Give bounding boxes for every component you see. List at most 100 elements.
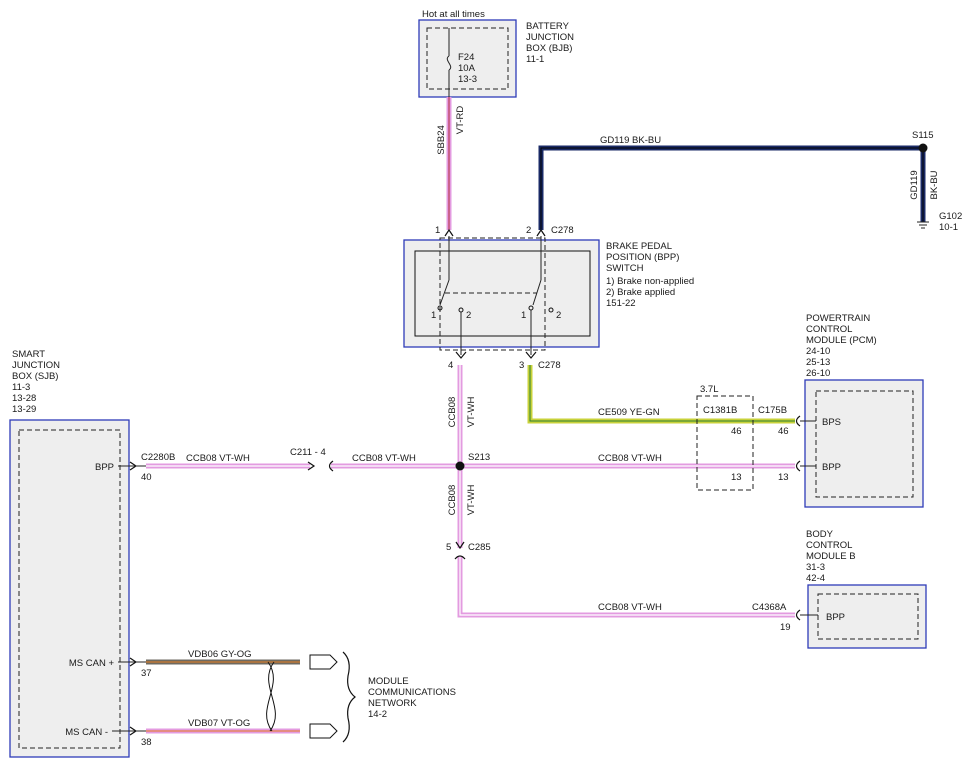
ccb08-left-a-label: CCB08 VT-WH: [186, 453, 250, 464]
vdb07-label: VDB07 VT-OG: [188, 718, 250, 729]
bpp-conn-top: C278: [551, 225, 574, 236]
bcm-module: BODY CONTROL MODULE B 31-3 42-4 BPP 19 C…: [752, 529, 927, 649]
fuse-icon: [446, 55, 452, 71]
sjb-pin-mscan-plus-num: 37: [141, 668, 152, 679]
sjb-pin-mscan-minus-num: 38: [141, 737, 152, 748]
vdb06-label: VDB06 GY-OG: [188, 649, 252, 660]
gd119-v-circuit-label: GD119: [909, 170, 920, 199]
pcm-inline-13: 13: [731, 472, 742, 483]
bpp-pos-label-2: 2: [466, 310, 471, 321]
sjb-pin-mscan-plus-label: MS CAN +: [69, 658, 115, 669]
bjb-title-ref: 11-1: [526, 54, 544, 65]
bpp-state-1: 1) Brake non-applied: [606, 276, 694, 287]
pcm-inline-conn: C1381B: [703, 405, 737, 416]
c211-label: C211 - 4: [290, 447, 326, 458]
ce509-label: CE509 YE-GN: [598, 407, 660, 418]
inline-connector-c211: C211 - 4: [290, 447, 334, 472]
sjb-pin-bpp-label: BPP: [95, 462, 114, 473]
splice-s115-label: S115: [912, 130, 933, 141]
fuse-ref: 13-3: [458, 74, 477, 85]
pcm-inner-dash: [815, 390, 914, 498]
ground-ref: 10-1: [939, 222, 958, 233]
sjb-ref-2: 13-28: [12, 393, 36, 404]
c211-receptacle: [328, 460, 334, 472]
bpp-pin-out-left: 4: [448, 360, 453, 371]
bpp-pin1-arrow: [444, 228, 454, 237]
battery-junction-box: Hot at all times F24 10A 13-3 BATTERY JU…: [418, 9, 574, 98]
pcm-title-3: MODULE (PCM): [806, 335, 877, 346]
pcm-pin-bpp-label: BPP: [822, 462, 841, 473]
bcm-pin-bpp-label: BPP: [826, 612, 845, 623]
ccb08-vert-top-circuit: CCB08: [447, 397, 458, 428]
bcm-title-2: CONTROL: [806, 540, 852, 551]
pcm-pin-bpp-receptacle: [795, 460, 801, 472]
wire-ce509-stripe: [529, 365, 795, 422]
pcm-title-2: CONTROL: [806, 324, 852, 335]
bpp-title-2: POSITION (BPP): [606, 252, 679, 263]
splice-s115-dot: [918, 143, 928, 153]
bjb-title-3: BOX (BJB): [526, 43, 572, 54]
sjb-inner-dash: [18, 429, 121, 749]
bcm-title-3: MODULE B: [806, 551, 856, 562]
network-connector-bottom: [309, 723, 338, 739]
wire-ccb08-vertical: CCB08 VT-WH CCB08 VT-WH: [447, 365, 477, 548]
sjb-title-1: SMART: [12, 349, 45, 360]
wire-gd119-stripe: [540, 147, 924, 230]
bpp-switch-dash: [439, 237, 546, 351]
bcm-ref-1: 31-3: [806, 562, 825, 573]
wire-gd119: GD119 BK-BU GD119 BK-BU: [538, 135, 940, 230]
pcm-pin-bps-num: 46: [778, 426, 789, 437]
wire-ce509-body: [527, 365, 795, 424]
pcm-inline-46: 46: [731, 426, 742, 437]
wire-sbb24: SBB24 VT-RD: [436, 97, 466, 230]
bjb-inner-dash: [426, 27, 509, 90]
ccb08-vert-top-color: VT-WH: [466, 397, 477, 428]
ground-name: G102: [939, 211, 962, 222]
pcm-module: POWERTRAIN CONTROL MODULE (PCM) 24-10 25…: [696, 313, 924, 508]
sbb24-circuit-label: SBB24: [436, 125, 447, 155]
splice-s213-label: S213: [468, 452, 490, 463]
pcm-ref-2: 25-13: [806, 357, 830, 368]
bpp-pin3-arrow: [525, 351, 537, 359]
network-connector-top: [309, 654, 338, 670]
c285-name: C285: [468, 542, 491, 553]
sjb-title-3: BOX (SJB): [12, 371, 58, 382]
pcm-inline-dash: [696, 395, 754, 491]
pcm-conn: C175B: [758, 405, 787, 416]
sjb-title-2: JUNCTION: [12, 360, 60, 371]
splice-s213-dot: [455, 461, 465, 471]
sjb-pin-bpp-num: 40: [141, 472, 152, 483]
c285-pin: 5: [446, 542, 451, 553]
wire-ccb08-right: CCB08 VT-WH: [460, 453, 795, 469]
bpp-state-2: 2) Brake applied: [606, 287, 675, 298]
bpp-switch: 1 2 C278 1 2 1 2 4 3 C278 BRAKE PEDAL PO…: [403, 225, 694, 371]
network-connectors: MODULE COMMUNICATIONS NETWORK 14-2: [309, 651, 456, 743]
bcm-inner-dash: [817, 593, 919, 640]
bpp-switch-inner: [414, 250, 591, 337]
fuse-number: F24: [458, 52, 474, 63]
bpp-pin2-arrow: [536, 228, 546, 237]
bcm-conn: C4368A: [752, 602, 787, 613]
bpp-blade-left: [439, 279, 450, 306]
wire-ccb08-left: CCB08 VT-WH CCB08 VT-WH: [146, 453, 460, 469]
c211-arrow: [307, 461, 316, 471]
bcm-title-1: BODY: [806, 529, 834, 540]
ccb08-left-b-label: CCB08 VT-WH: [352, 453, 416, 464]
bpp-title-1: BRAKE PEDAL: [606, 241, 672, 252]
bpp-pin-in-left: 1: [435, 225, 440, 236]
bpp-pos-label-1: 1: [431, 310, 436, 321]
network-title-2: COMMUNICATIONS: [368, 687, 456, 698]
ccb08-vert-bot-color: VT-WH: [466, 485, 477, 516]
sjb-ref-1: 11-3: [12, 382, 30, 393]
pcm-ref-1: 24-10: [806, 346, 830, 357]
pcm-pin-bpp-num: 13: [778, 472, 789, 483]
ground-g102: G102 10-1: [917, 211, 962, 233]
sjb-ref-3: 13-29: [12, 404, 36, 415]
bcm-box: [807, 584, 927, 649]
bcm-pin-receptacle: [795, 609, 801, 621]
smart-junction-box: SMART JUNCTION BOX (SJB) 11-3 13-28 13-2…: [9, 349, 175, 758]
bpp-pos-label-4: 2: [556, 310, 561, 321]
sjb-connector: C2280B: [141, 452, 175, 463]
twisted-pair-icon: [266, 661, 276, 732]
